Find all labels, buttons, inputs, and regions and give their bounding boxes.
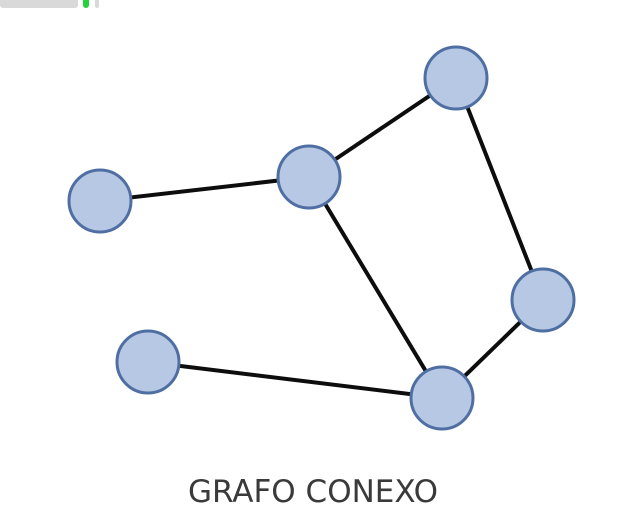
edge-n4-n6 xyxy=(146,360,444,400)
graph-node-n4 xyxy=(115,329,181,395)
edge-n1-n2 xyxy=(98,175,311,203)
top-left-toolbar-fragment xyxy=(0,0,108,8)
edge-n3-n5 xyxy=(454,76,545,302)
graph-node-n5 xyxy=(510,267,576,333)
graph-node-n6 xyxy=(409,365,475,431)
toolbar-fragment-green xyxy=(83,0,89,8)
toolbar-fragment-gray xyxy=(0,0,78,8)
graph-node-n2 xyxy=(276,144,342,210)
graph-node-n3 xyxy=(423,45,489,111)
nodes xyxy=(67,45,576,431)
diagram-caption: GRAFO CONEXO xyxy=(187,474,439,510)
graph-node-n1 xyxy=(67,168,133,234)
toolbar-fragment-gray-small xyxy=(95,0,99,8)
edge-n2-n6 xyxy=(307,175,444,400)
